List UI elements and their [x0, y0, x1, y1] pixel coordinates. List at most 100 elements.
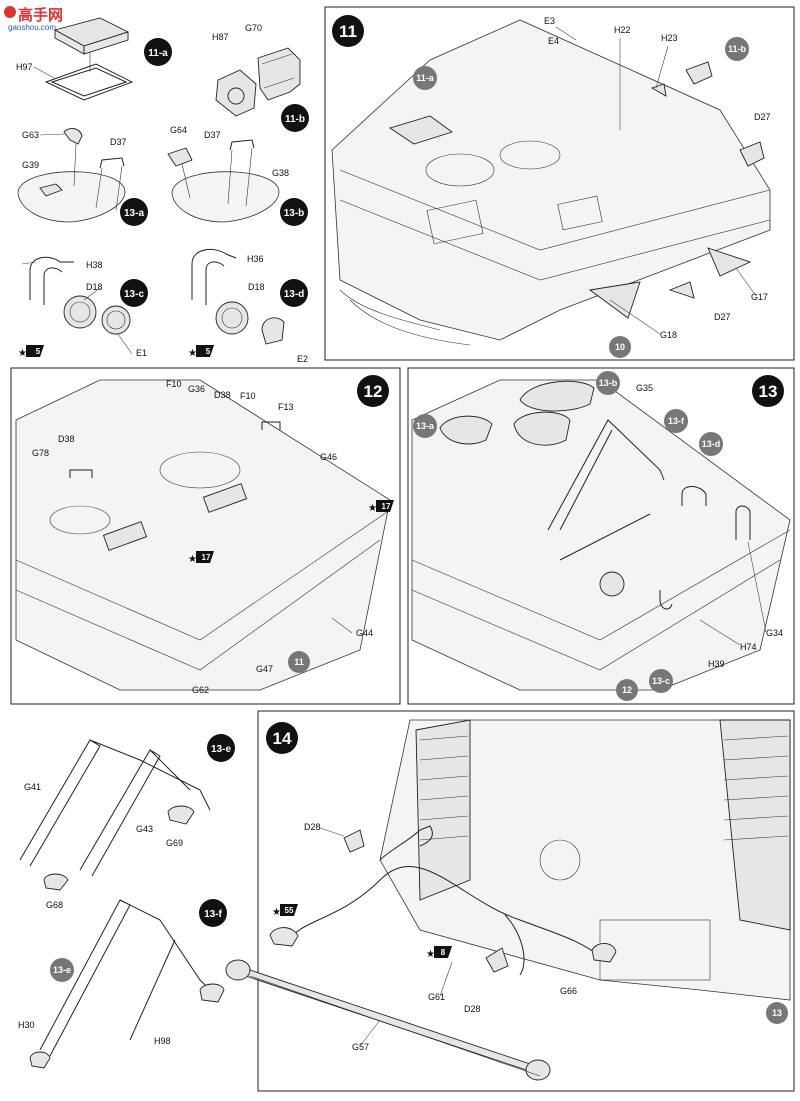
- svg-text:11-b: 11-b: [728, 44, 747, 54]
- label-F13: F13: [278, 402, 294, 412]
- label-G35: G35: [636, 383, 653, 393]
- subassembly-13e: [19, 739, 211, 891]
- label-H74: H74: [740, 642, 757, 652]
- label-D37b: D37: [204, 130, 221, 140]
- ref-13a: 13-a: [413, 414, 437, 438]
- label-D28a: D28: [304, 822, 321, 832]
- step-13-hull: [411, 379, 791, 691]
- step-14-hull: [225, 719, 791, 1081]
- svg-text:13-b: 13-b: [284, 208, 305, 219]
- ref-13f: 13-f: [664, 409, 688, 433]
- svg-text:13-e: 13-e: [53, 965, 71, 975]
- subassembly-13d: [191, 248, 285, 345]
- leader-lines: [21, 26, 767, 1047]
- svg-text:8: 8: [441, 948, 446, 957]
- watermark-title: 高手网: [18, 6, 64, 24]
- label-D27a: D27: [754, 112, 771, 122]
- label-D38a: D38: [214, 390, 231, 400]
- svg-text:11: 11: [339, 22, 357, 41]
- svg-text:12: 12: [622, 685, 632, 695]
- svg-text:★: ★: [426, 949, 435, 960]
- ref-13c: 13-c: [649, 669, 673, 693]
- label-D37a: D37: [110, 137, 127, 147]
- label-D38b: D38: [58, 434, 75, 444]
- step-14-frame: [257, 710, 795, 1092]
- star-flag-17a: ★17: [368, 500, 394, 514]
- label-H98: H98: [154, 1036, 171, 1046]
- label-H23: H23: [661, 33, 678, 43]
- label-H39: H39: [708, 659, 725, 669]
- svg-text:13-a: 13-a: [124, 208, 144, 219]
- badge-13d: 13-d: [280, 279, 308, 307]
- step-12-frame: [10, 367, 401, 705]
- label-G47: G47: [256, 664, 273, 674]
- label-G44: G44: [356, 628, 373, 638]
- part-labels: H97 H87 G70 G63 D37 G39 G64 D37 G38 H38 …: [16, 16, 783, 1052]
- badge-11a: 11-a: [144, 38, 172, 66]
- svg-text:5: 5: [206, 347, 211, 356]
- ref-13b: 13-b: [596, 371, 620, 395]
- star-flag-5a: ★5: [18, 345, 44, 359]
- svg-text:17: 17: [202, 553, 211, 562]
- svg-text:13-f: 13-f: [204, 909, 222, 920]
- label-H30: H30: [18, 1020, 35, 1030]
- label-D18b: D18: [248, 282, 265, 292]
- label-H87: H87: [212, 32, 229, 42]
- label-F10b: F10: [240, 391, 256, 401]
- label-G64: G64: [170, 125, 187, 135]
- label-G57: G57: [352, 1042, 369, 1052]
- label-F10a: F10: [166, 379, 182, 389]
- star-flag-55: ★55: [272, 904, 298, 918]
- svg-text:13-c: 13-c: [652, 676, 670, 686]
- svg-text:★: ★: [272, 907, 281, 918]
- ref-13e: 13-e: [50, 958, 74, 982]
- svg-text:13: 13: [772, 1008, 782, 1018]
- star-flag-8: ★8: [426, 946, 452, 960]
- svg-text:★: ★: [188, 554, 197, 565]
- step-12-hull: [15, 379, 391, 691]
- label-G39: G39: [22, 160, 39, 170]
- label-G17: G17: [751, 292, 768, 302]
- svg-text:13-e: 13-e: [211, 744, 231, 755]
- subassembly-13a: [17, 128, 126, 223]
- label-G69: G69: [166, 838, 183, 848]
- watermark-logo-icon: [4, 6, 16, 18]
- star-flag-5b: ★5: [188, 345, 214, 359]
- label-H22: H22: [614, 25, 631, 35]
- step-13-frame: [407, 367, 795, 705]
- label-G34: G34: [766, 628, 783, 638]
- svg-text:11-a: 11-a: [416, 73, 435, 83]
- badge-13a: 13-a: [120, 198, 148, 226]
- label-D27b: D27: [714, 312, 731, 322]
- step-11-hull: [331, 19, 771, 346]
- badge-13e: 13-e: [207, 734, 235, 762]
- subassembly-13f: [29, 899, 225, 1069]
- watermark-url: gaoshou.com: [8, 23, 57, 32]
- badge-13c: 13-c: [120, 279, 148, 307]
- svg-text:11: 11: [294, 657, 304, 667]
- svg-text:13-c: 13-c: [124, 289, 144, 300]
- svg-text:12: 12: [364, 382, 383, 401]
- badge-13f: 13-f: [199, 899, 227, 927]
- step-number-11: 11: [332, 15, 364, 47]
- label-G38: G38: [272, 168, 289, 178]
- subassembly-13b: [167, 139, 280, 223]
- label-H38: H38: [86, 260, 103, 270]
- svg-text:10: 10: [615, 342, 625, 352]
- label-D28b: D28: [464, 1004, 481, 1014]
- subassembly-11a: [44, 17, 134, 101]
- svg-text:13-d: 13-d: [284, 289, 305, 300]
- step-number-13: 13: [752, 375, 784, 407]
- svg-text:11-b: 11-b: [285, 114, 305, 125]
- label-G66: G66: [560, 986, 577, 996]
- svg-text:17: 17: [382, 502, 391, 511]
- label-G63: G63: [22, 130, 39, 140]
- badge-13b: 13-b: [280, 198, 308, 226]
- label-G41: G41: [24, 782, 41, 792]
- label-H97: H97: [16, 62, 33, 72]
- svg-text:13-b: 13-b: [599, 378, 618, 388]
- svg-text:13-f: 13-f: [668, 416, 685, 426]
- ref-step-12: 12: [616, 679, 638, 701]
- label-E1: E1: [136, 348, 147, 358]
